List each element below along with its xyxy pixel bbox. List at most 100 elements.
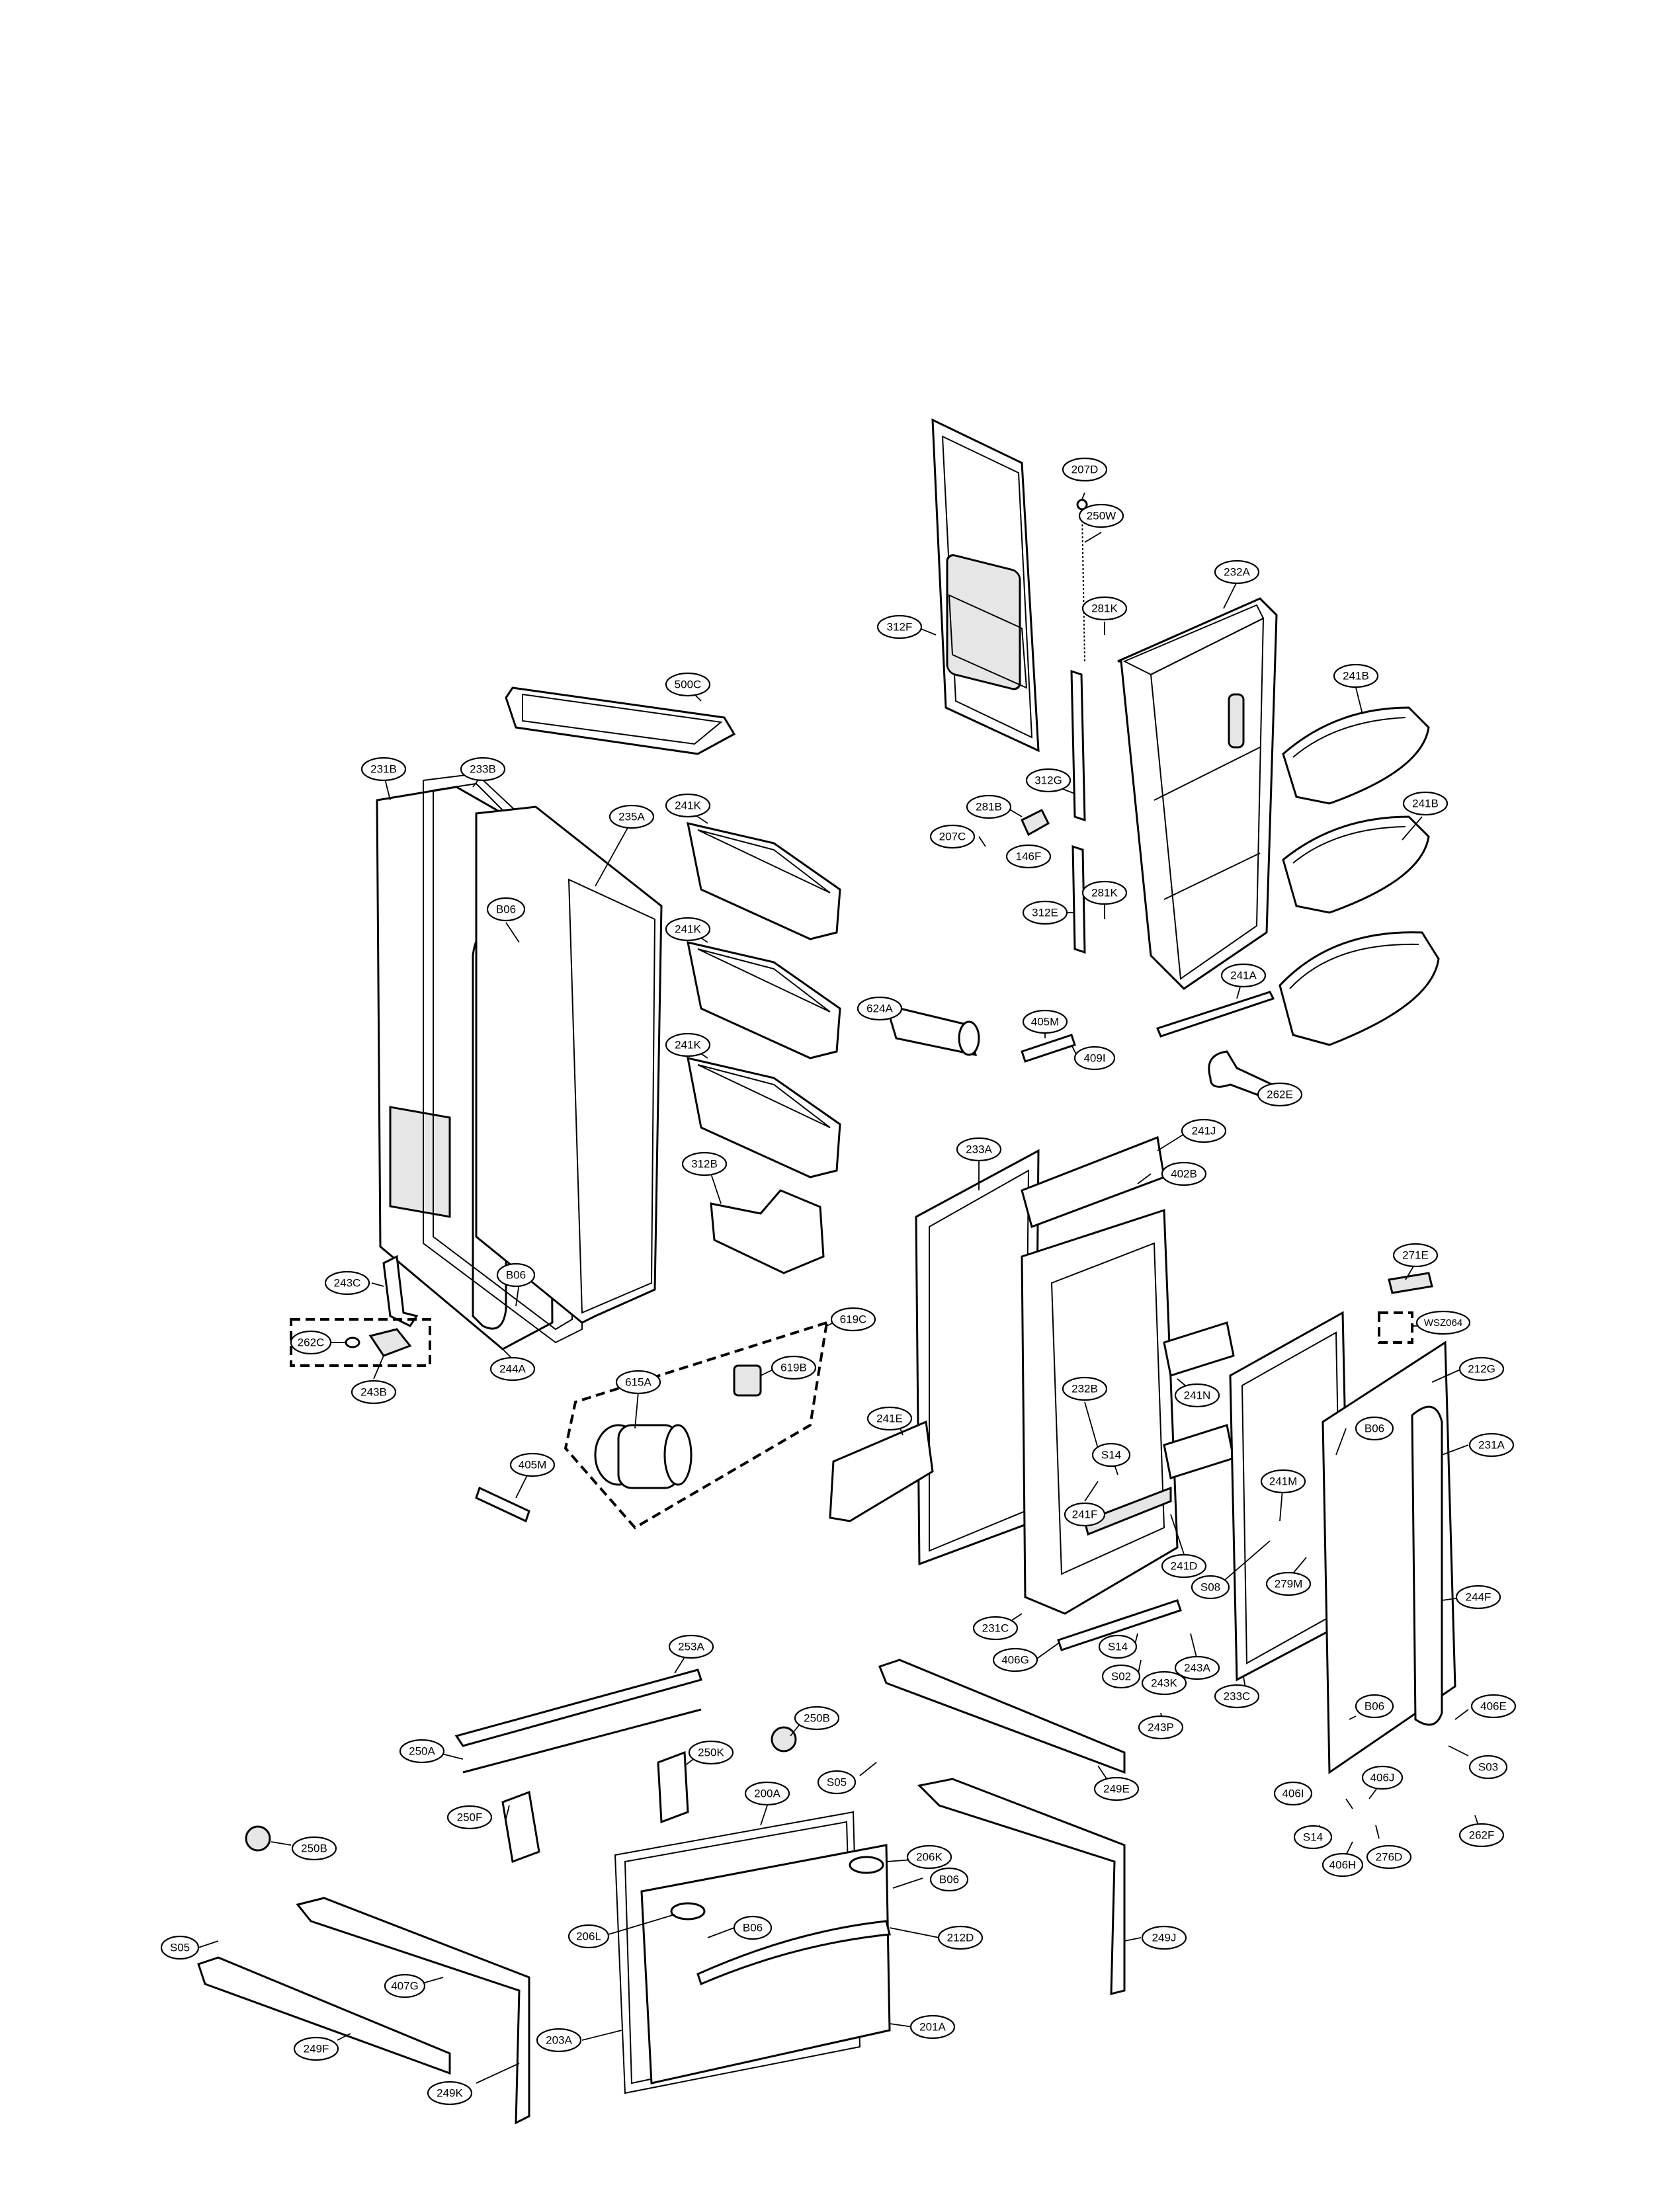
callout-250K: 250K: [688, 1740, 734, 1765]
callout-label: 233B: [470, 763, 496, 775]
part-241K-bin-3: [687, 1057, 841, 1178]
callout-label: 241M: [1269, 1475, 1298, 1487]
callout-406H: 406H: [1322, 1852, 1364, 1878]
callout-label: 241K: [675, 1038, 701, 1051]
callout-label: 312G: [1034, 774, 1062, 786]
callout-231A: 231A: [1468, 1432, 1515, 1458]
part-249K-bracket: [296, 1897, 530, 2125]
callout-241A: 241A: [1220, 963, 1267, 988]
callout-label: 232B: [1071, 1382, 1098, 1395]
callout-label: 407G: [391, 1979, 419, 1992]
part-250B-gear-upper: [771, 1726, 797, 1753]
part-250W-spring: [1076, 499, 1088, 662]
callout-label: 207C: [939, 830, 966, 843]
group-box-WSZ064: [1378, 1311, 1413, 1344]
callout-233B: 233B: [460, 757, 506, 782]
callout-312F: 312F: [876, 614, 923, 640]
callout-244A: 244A: [489, 1356, 536, 1382]
callout-S14: S14: [1293, 1825, 1333, 1850]
group-box-262C-243B: [290, 1318, 431, 1367]
callout-label: 405M: [1031, 1015, 1060, 1028]
callout-241E: 241E: [866, 1406, 913, 1431]
callout-312G: 312G: [1025, 768, 1071, 793]
callout-label: 243B: [360, 1385, 387, 1398]
callout-label: B06: [939, 1873, 959, 1885]
callout-label: S02: [1111, 1670, 1131, 1682]
callout-label: 241B: [1343, 669, 1369, 682]
callout-label: 232A: [1224, 565, 1250, 578]
part-271E-hinge: [1388, 1272, 1433, 1294]
callout-label: 249K: [437, 2086, 463, 2099]
part-249J-bracket: [917, 1778, 1126, 1995]
part-624A-filter: [884, 1003, 980, 1056]
callout-241F: 241F: [1064, 1502, 1106, 1527]
callout-281K: 281K: [1081, 880, 1128, 905]
callout-241K: 241K: [665, 917, 711, 942]
callout-409I: 409I: [1073, 1046, 1116, 1071]
part-243C-bracket: [382, 1255, 419, 1327]
callout-212G: 212G: [1458, 1356, 1505, 1382]
callout-label: 250K: [698, 1746, 724, 1758]
callout-231C: 231C: [972, 1616, 1019, 1641]
callout-232A: 232A: [1214, 559, 1260, 585]
callout-label: S08: [1200, 1581, 1220, 1593]
callout-label: B06: [496, 903, 516, 915]
callout-615A: 615A: [615, 1370, 661, 1395]
callout-233C: 233C: [1214, 1684, 1260, 1709]
part-241K-bin-2: [687, 941, 841, 1059]
callout-212D: 212D: [937, 1925, 984, 1950]
callout-406J: 406J: [1361, 1765, 1404, 1790]
part-312G-strip: [1070, 669, 1086, 822]
part-406G-rail: [1057, 1599, 1182, 1651]
callout-label: 241A: [1230, 969, 1257, 981]
callout-241D: 241D: [1161, 1553, 1207, 1579]
callout-405M: 405M: [509, 1452, 556, 1477]
callout-241N: 241N: [1174, 1383, 1220, 1408]
callout-250F: 250F: [446, 1805, 493, 1830]
callout-label: B06: [1365, 1700, 1384, 1712]
callout-label: 279M: [1275, 1577, 1303, 1590]
callout-label: 241F: [1072, 1508, 1098, 1520]
callout-label: S14: [1101, 1448, 1121, 1461]
callout-label: 619B: [780, 1361, 807, 1374]
callout-207C: 207C: [929, 824, 976, 849]
callout-label: 207D: [1071, 463, 1099, 475]
callout-label: 201A: [919, 2020, 946, 2033]
callout-label: 312F: [887, 620, 913, 633]
part-241K-bin-1: [687, 822, 841, 940]
callout-243B: 243B: [351, 1380, 397, 1405]
part-231A-right-door: [1322, 1341, 1456, 1774]
callout-241J: 241J: [1181, 1118, 1227, 1143]
callout-235A: 235A: [609, 804, 655, 829]
callout-241B: 241B: [1333, 663, 1379, 688]
callout-label: 619C: [840, 1313, 867, 1325]
callout-label: 243C: [334, 1276, 361, 1289]
callout-label: 244F: [1466, 1590, 1491, 1603]
callout-279M: 279M: [1265, 1571, 1312, 1596]
callout-203A: 203A: [536, 2028, 582, 2053]
part-241N-bin-upper: [1163, 1321, 1235, 1377]
callout-407G: 407G: [384, 1973, 426, 1999]
callout-243K: 243K: [1141, 1671, 1187, 1696]
callout-label: 406H: [1329, 1858, 1357, 1871]
callout-B06: B06: [929, 1867, 969, 1892]
callout-619B: 619B: [771, 1355, 817, 1380]
callout-B06: B06: [1355, 1416, 1394, 1441]
callout-B06: B06: [486, 897, 526, 922]
callout-label: 249J: [1152, 1931, 1177, 1944]
callout-624A: 624A: [857, 996, 903, 1021]
callout-label: 241D: [1171, 1559, 1198, 1572]
callout-241K: 241K: [665, 1032, 711, 1057]
callout-label: B06: [1365, 1422, 1384, 1434]
callout-200A: 200A: [744, 1781, 790, 1806]
part-312F-dispenser-cover: [931, 418, 1040, 753]
callout-label: 212D: [947, 1931, 974, 1944]
callout-label: 500C: [675, 678, 702, 690]
callout-label: 409I: [1083, 1052, 1105, 1064]
callout-label: 233C: [1224, 1690, 1251, 1702]
callout-201A: 201A: [909, 2014, 956, 2040]
callout-262F: 262F: [1458, 1823, 1505, 1848]
part-241J-top-strip: [1021, 1135, 1165, 1228]
callout-label: 312E: [1032, 906, 1058, 919]
